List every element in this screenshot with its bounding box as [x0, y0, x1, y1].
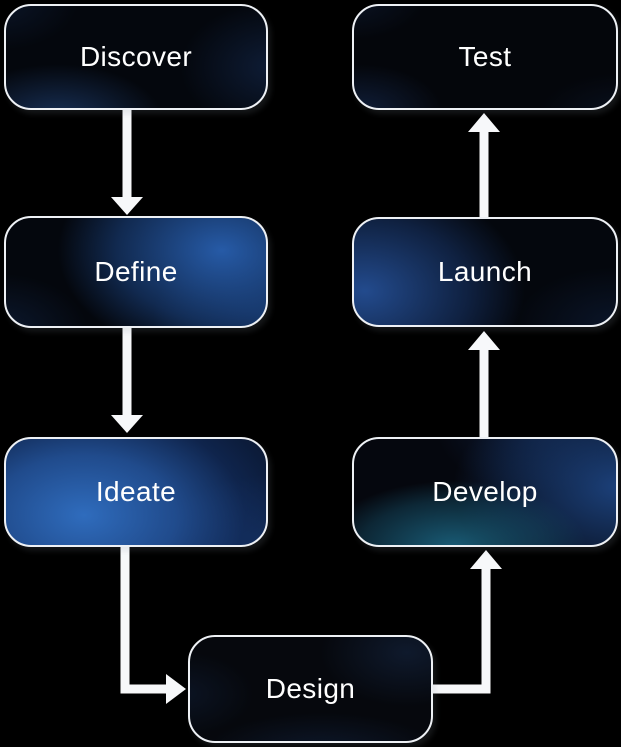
node-label: Design	[265, 673, 356, 704]
connector-line	[433, 568, 491, 694]
node-label: Discover	[79, 41, 193, 72]
node-label: Develop	[432, 476, 538, 507]
node-develop: Develop	[352, 437, 618, 547]
node-define: Define	[4, 216, 268, 328]
connector-define-ideate	[111, 328, 143, 433]
node-launch: Launch	[352, 217, 618, 327]
arrow-down-icon	[111, 415, 143, 433]
node-discover: Discover	[4, 4, 268, 110]
node-label: Ideate	[95, 476, 177, 507]
connector-line	[120, 547, 167, 694]
connector-design-develop	[433, 550, 502, 694]
node-label: Test	[458, 41, 512, 72]
arrow-right-icon	[166, 674, 186, 704]
connector-develop-launch	[468, 331, 500, 437]
arrow-up-icon	[468, 331, 500, 350]
connector-discover-define	[111, 110, 143, 215]
node-label: Define	[94, 256, 178, 287]
connector-launch-test	[468, 113, 500, 217]
node-label: Launch	[437, 256, 533, 287]
node-ideate: Ideate	[4, 437, 268, 547]
arrow-up-icon	[468, 113, 500, 132]
connector-ideate-design	[120, 547, 186, 704]
arrow-up-icon	[470, 550, 502, 569]
node-design: Design	[188, 635, 433, 743]
node-test: Test	[352, 4, 618, 110]
arrow-down-icon	[111, 197, 143, 215]
